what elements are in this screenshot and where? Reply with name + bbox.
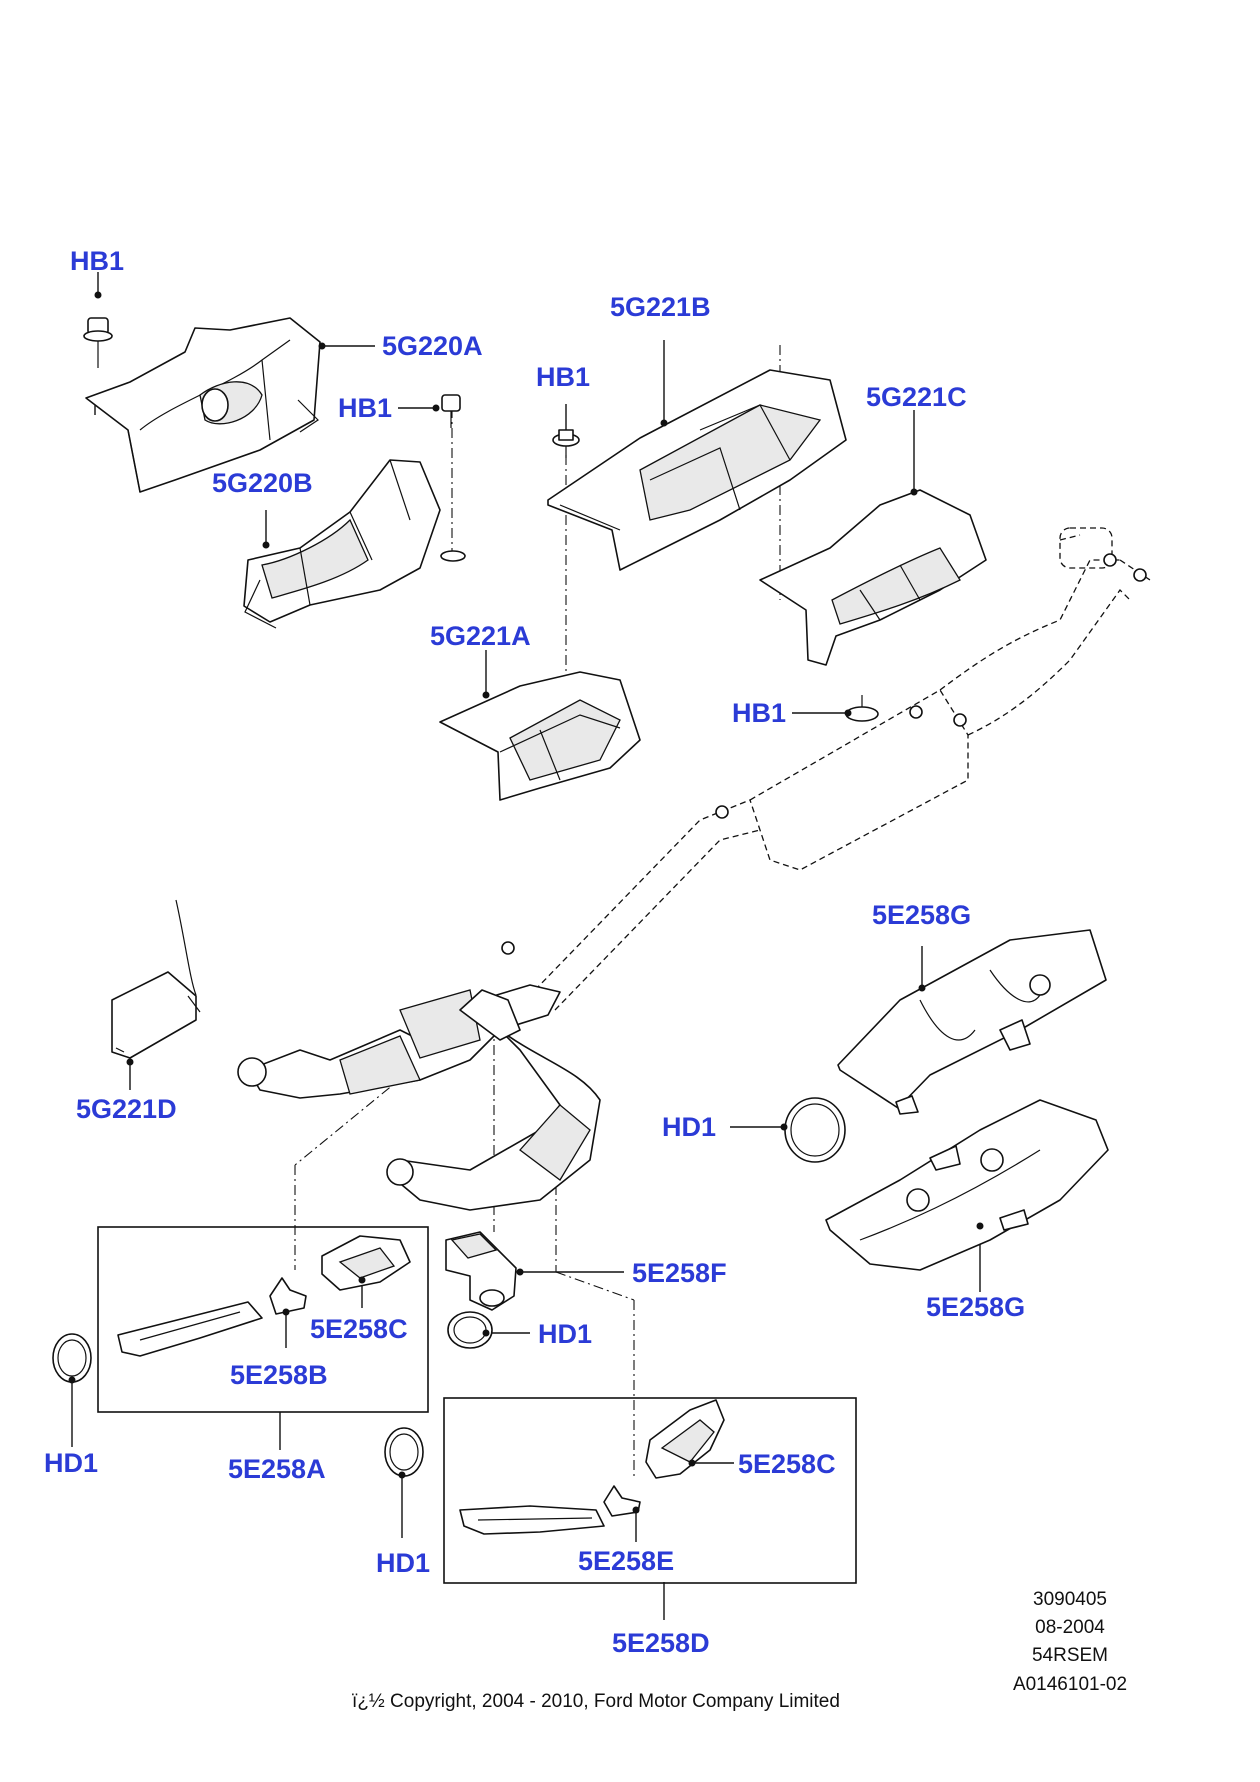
heat-shield-5e258g-top	[837, 929, 1107, 1115]
kit-box-5e258d	[443, 1397, 857, 1584]
hb1-bolt-mid-left	[440, 394, 466, 562]
callout-dots	[68, 291, 984, 1514]
callout-5g221a: 5G221A	[430, 621, 531, 651]
callout-5g220a: 5G220A	[382, 331, 483, 361]
callout-5e258f: 5E258F	[632, 1258, 727, 1288]
callout-hb1-center: HB1	[536, 362, 590, 392]
exhaust-hangers	[501, 553, 1147, 955]
hb1-bolt-right	[845, 695, 879, 722]
callout-5g221d: 5G221D	[76, 1094, 177, 1124]
hd1-gasket-right	[784, 1097, 846, 1163]
callout-hd1-right: HD1	[662, 1112, 716, 1142]
callout-5e258a: 5E258A	[228, 1454, 326, 1484]
heat-shield-5g221c	[759, 489, 987, 666]
reference-line-1: 3090405	[1033, 1589, 1107, 1610]
assembly-guides	[294, 345, 781, 1480]
heat-shield-5g221d	[111, 899, 201, 1059]
callout-hb1-top: HB1	[70, 246, 124, 276]
callout-5e258c-right: 5E258C	[738, 1449, 836, 1479]
callout-5e258g-bottom: 5E258G	[926, 1292, 1025, 1322]
callout-5e258c-left: 5E258C	[310, 1314, 408, 1344]
callout-5e258e: 5E258E	[578, 1546, 674, 1576]
reference-line-3: 54RSEM	[1032, 1645, 1108, 1666]
reference-block: 3090405 08-2004 54RSEM A0146101-02	[1013, 1589, 1127, 1695]
callout-5g221b: 5G221B	[610, 292, 711, 322]
callout-hd1-center: HD1	[538, 1319, 592, 1349]
callout-labels: HB1 5G220A HB1 5G220B 5G221B HB1 5G221C …	[44, 246, 1025, 1658]
hb1-bolt-center	[552, 429, 580, 458]
heat-shield-5g221b	[547, 369, 847, 571]
hd1-gasket-left	[52, 1333, 92, 1383]
hb1-bolt-top	[83, 317, 113, 368]
callout-5e258b: 5E258B	[230, 1360, 328, 1390]
callout-5g220b: 5G220B	[212, 468, 313, 498]
adapter-5e258f	[445, 1231, 517, 1311]
callout-5e258g-top: 5E258G	[872, 900, 971, 930]
leader-lines	[71, 272, 981, 1620]
heat-shield-5e258g-bottom	[825, 1099, 1109, 1271]
heat-shield-5g220a	[85, 317, 321, 493]
callout-5g221c: 5G221C	[866, 382, 967, 412]
callout-5e258d: 5E258D	[612, 1628, 710, 1658]
heat-shield-5g221a	[439, 671, 641, 801]
reference-line-4: A0146101-02	[1013, 1674, 1127, 1695]
callout-hb1-right: HB1	[732, 698, 786, 728]
copyright-notice: ï¿½ Copyright, 2004 - 2010, Ford Motor C…	[352, 1691, 840, 1712]
kit-box-5e258a	[97, 1226, 429, 1413]
callout-hd1-bottom: HD1	[376, 1548, 430, 1578]
reference-line-2: 08-2004	[1035, 1617, 1105, 1638]
heat-shield-5g220b	[243, 459, 441, 629]
hd1-gasket-bottom	[384, 1427, 424, 1477]
front-pipe-catalysts	[237, 984, 601, 1211]
callout-hd1-left: HD1	[44, 1448, 98, 1478]
callout-hb1-mid-left: HB1	[338, 393, 392, 423]
